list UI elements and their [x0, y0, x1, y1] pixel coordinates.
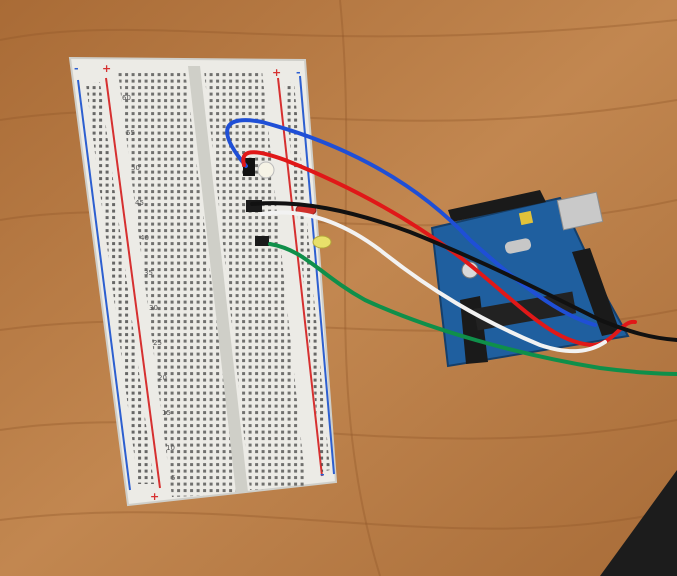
white-wire — [260, 210, 607, 354]
row-number: 50 — [131, 164, 140, 172]
left-plus-label: + — [102, 62, 111, 75]
left-blue-line — [77, 79, 131, 491]
dark-corner — [600, 470, 677, 576]
row-number: 20 — [158, 374, 167, 382]
green-wire — [268, 242, 677, 376]
bottom-right-minus-label: - — [320, 468, 325, 481]
white-led — [257, 161, 275, 179]
right-blue-line — [299, 75, 335, 475]
blue-wire — [225, 118, 597, 327]
black-wire — [250, 201, 677, 342]
right-red-line — [277, 77, 323, 477]
row-number: 55 — [126, 129, 135, 137]
center-channel — [188, 66, 248, 493]
right-plus-label: + — [272, 66, 281, 79]
led-holder — [243, 158, 255, 176]
row-number: 30 — [149, 304, 158, 312]
usb-connector — [556, 191, 604, 231]
row-number: 15 — [162, 409, 171, 417]
row-number: 10 — [166, 444, 175, 452]
left-red-line — [105, 77, 161, 489]
row-number: 25 — [153, 339, 162, 347]
row-number: 35 — [144, 269, 153, 277]
arduino-board — [430, 190, 630, 368]
arduino-header-right — [572, 248, 620, 336]
row-number-labels: 60 55 50 45 40 35 30 25 20 15 10 5 — [122, 94, 175, 482]
row-number: 5 — [171, 474, 175, 482]
arduino-header-top — [448, 190, 546, 222]
row-number: 45 — [135, 199, 144, 207]
row-number: 60 — [122, 94, 131, 102]
crystal — [504, 238, 532, 254]
reset-button — [518, 210, 534, 226]
yellow-led — [312, 235, 332, 249]
wires — [225, 118, 677, 376]
right-minus-label: - — [296, 66, 301, 79]
row-number: 40 — [140, 234, 149, 242]
yellow-led-holder — [255, 236, 269, 246]
left-minus-label: - — [74, 62, 79, 75]
bottom-left-plus-label: + — [150, 490, 159, 503]
